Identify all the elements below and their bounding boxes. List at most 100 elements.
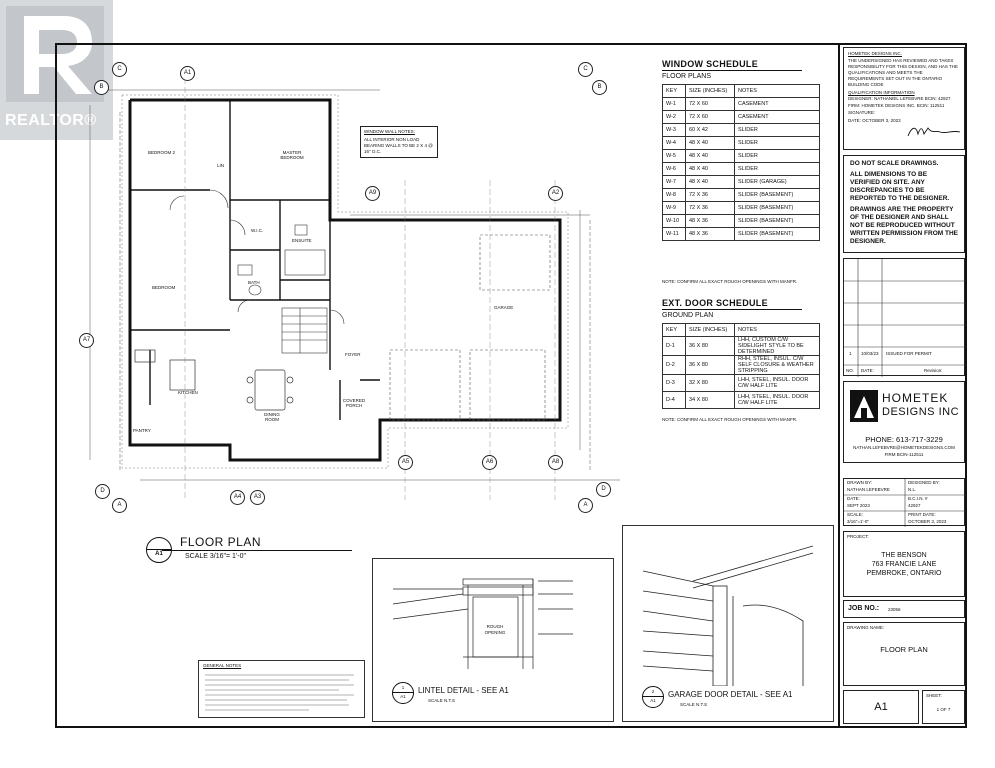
company-firm-bcin: FIRM BCIN-112511 — [884, 452, 924, 457]
grid-bubble-b-right: B — [592, 80, 607, 95]
realtor-wordmark: REALTOR® — [5, 112, 97, 129]
door-header-cell: KEY — [662, 323, 686, 337]
lintel-ref-number: 1 — [401, 685, 405, 690]
qualification-label: QUALIFICATION INFORMATION — [848, 90, 915, 95]
garage-detail-frame — [622, 525, 834, 722]
window-schedule-cell: W-3 — [662, 123, 686, 137]
sheet-count-box: SHEET: 1 OF 7 — [922, 690, 965, 724]
window-schedule-cell: 48 X 40 — [685, 149, 735, 163]
window-schedule-note: NOTE: CONFIRM ALL EXACT ROUGH OPENINGS W… — [662, 279, 798, 284]
revision-grid — [844, 259, 966, 377]
door-schedule-cell: D-2 — [662, 355, 686, 375]
window-header-cell: NOTES — [734, 84, 820, 98]
job-label: JOB NO.: — [848, 605, 880, 612]
rough-opening-label: ROUGH OPENING — [484, 624, 506, 635]
warnings-box: DO NOT SCALE DRAWINGS. ALL DIMENSIONS TO… — [843, 155, 965, 253]
job-number: 23056 — [888, 607, 901, 612]
drawn-by-label: DRAWN BY: — [847, 480, 873, 485]
sheet-label: SHEET: — [926, 693, 942, 698]
lintel-detail-drawing — [392, 578, 573, 669]
date-label: DATE: — [847, 496, 860, 501]
door-schedule-cell: LHH, STEEL, INSUL. DOOR C/W HALF LITE — [734, 374, 820, 392]
company-email: NATHAN.LEFEBVRE@HOMETEKDESIGNS.COM — [853, 445, 955, 450]
company-block: HOMETEK DESIGNS INC PHONE: 613-717-3229 … — [843, 381, 965, 463]
revision-table: 1 10/03/23 ISSUED FOR PERMIT NO. DATE: R… — [843, 258, 966, 377]
window-schedule-cell: W-5 — [662, 149, 686, 163]
window-schedule-cell: W-8 — [662, 188, 686, 202]
window-schedule-cell: W-4 — [662, 136, 686, 150]
revision-date: 10/03/23 — [861, 351, 879, 356]
sheet-number-box: A1 — [843, 690, 919, 724]
revision-desc: ISSUED FOR PERMIT — [886, 351, 932, 356]
company-name-line2: DESIGNS INC — [882, 406, 960, 418]
door-schedule-subtitle: GROUND PLAN — [662, 312, 714, 319]
certification-box: HOMETEK DESIGNS INC. THE UNDERSIGNED HAS… — [843, 47, 965, 150]
window-schedule-rule — [662, 70, 802, 71]
window-schedule-cell: 72 X 36 — [685, 201, 735, 215]
drawing-name: FLOOR PLAN — [880, 645, 928, 654]
grid-bubble-a8-bottom: A8 — [548, 455, 563, 470]
grid-bubble-a3-bottom: A3 — [250, 490, 265, 505]
window-schedule-cell: SLIDER (GARAGE) — [734, 175, 820, 189]
company-phone: PHONE: 613-717-3229 — [865, 435, 943, 444]
window-schedule-cell: W-10 — [662, 214, 686, 228]
warning-do-not-scale: DO NOT SCALE DRAWINGS. — [850, 160, 939, 167]
door-schedule-rule — [662, 309, 802, 310]
company-name-line1: HOMETEK — [882, 391, 949, 405]
grid-bubble-c-top: C — [112, 62, 127, 77]
floor-plan-title: FLOOR PLAN — [180, 535, 262, 549]
bcin-value: 42927 — [908, 503, 921, 508]
door-schedule-cell: RHH, STEEL, INSUL. C/W SELF CLOSURE & WE… — [734, 355, 820, 375]
scale-value: 3/16"=1'-0" — [847, 519, 869, 524]
grid-bubble-a-left: A — [112, 498, 127, 513]
grid-bubble-d-left: D — [95, 484, 110, 499]
firm-header: HOMETEK DESIGNS INC. — [848, 51, 903, 56]
general-notes-text-lines — [205, 674, 354, 711]
window-schedule-cell: SLIDER (BASEMENT) — [734, 188, 820, 202]
firm-line: FIRM: HOMETEK DESIGNS INC. BCIN: 112511 — [848, 103, 945, 108]
window-wall-notes-text: ALL INTERIOR NON LOAD BEARING WALLS TO B… — [364, 137, 433, 154]
door-header-cell: SIZE (INCHES) — [685, 323, 735, 337]
window-schedule-cell: W-11 — [662, 227, 686, 241]
door-schedule-cell: 34 X 80 — [685, 391, 735, 409]
window-schedule-cell: 48 X 36 — [685, 227, 735, 241]
window-schedule-cell: 48 X 40 — [685, 175, 735, 189]
certification-text: THE UNDERSIGNED HAS REVIEWED AND TAKES R… — [848, 58, 959, 87]
grid-bubble-a2-right: A2 — [548, 186, 563, 201]
garage-ref-sheet: A1 — [650, 698, 656, 703]
drawing-info-grid: DRAWN BY: NATHAN LEFEBVRE DESIGNED BY: N… — [843, 478, 966, 527]
window-schedule-cell: SLIDER — [734, 136, 820, 150]
window-schedule-cell: SLIDER (BASEMENT) — [734, 201, 820, 215]
window-schedule-cell: W-6 — [662, 162, 686, 176]
sheet-number: A1 — [874, 701, 888, 713]
bcin-label: B.C.I.N. # — [908, 496, 928, 501]
window-schedule-cell: 60 X 42 — [685, 123, 735, 137]
garage-ref-bubble: 2 A1 — [642, 686, 664, 708]
window-schedule-cell: 48 X 40 — [685, 136, 735, 150]
door-schedule-cell: 36 X 80 — [685, 355, 735, 375]
rev-header-revision: Revision: — [924, 368, 943, 373]
job-number-box: JOB NO.: 23056 — [843, 600, 965, 618]
window-schedule-cell: W-7 — [662, 175, 686, 189]
rev-header-date: DATE: — [861, 368, 874, 373]
door-schedule-cell: D-4 — [662, 391, 686, 409]
grid-bubble-d-right: D — [596, 482, 611, 497]
room-label-pantry: PANTRY — [133, 428, 151, 433]
window-schedule-cell: W-1 — [662, 97, 686, 111]
grid-bubble-a6-bottom: A6 — [482, 455, 497, 470]
window-schedule-cell: SLIDER — [734, 162, 820, 176]
door-schedule-cell: D-3 — [662, 374, 686, 392]
grid-bubble-a4-bottom: A4 — [230, 490, 245, 505]
grid-bubble-c-right: C — [578, 62, 593, 77]
